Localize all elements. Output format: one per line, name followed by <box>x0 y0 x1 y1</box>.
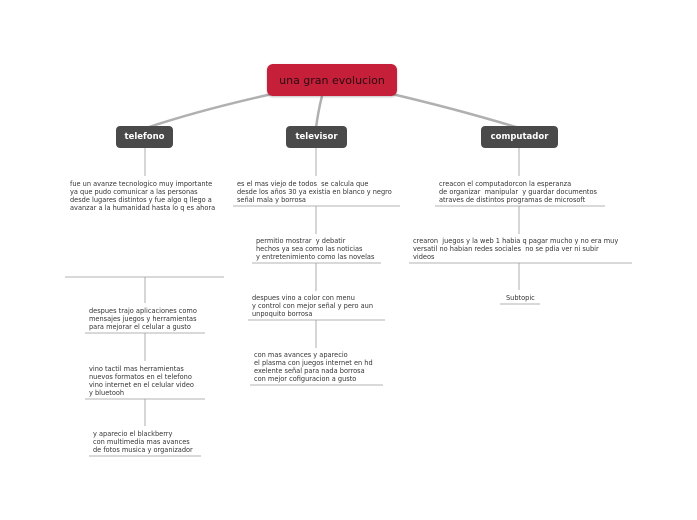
topic-computador[interactable]: computador <box>481 126 558 148</box>
subtopic-telefono-3[interactable]: vino tactil mas herramientas nuevos form… <box>89 365 194 397</box>
subtopic-televisor-1[interactable]: es el mas viejo de todos se calcula que … <box>237 180 392 204</box>
subtopic-televisor-3[interactable]: despues vino a color con menu y control … <box>252 294 374 318</box>
subtopic-telefono-2[interactable]: despues trajo aplicaciones como mensajes… <box>89 307 197 331</box>
connector-root-televisor <box>314 95 324 129</box>
subtopic-telefono-1[interactable]: fue un avanze tecnologico muy importante… <box>70 180 216 212</box>
subtopic-computador-2[interactable]: crearon juegos y la web 1 habia q pagar … <box>413 237 619 261</box>
topic-telefono[interactable]: telefono <box>116 126 173 148</box>
central-topic[interactable]: una gran evolucion <box>267 64 397 96</box>
topic-televisor[interactable]: televisor <box>286 126 347 148</box>
subtopic-televisor-4[interactable]: con mas avances y aparecio el plasma con… <box>254 351 373 383</box>
subtopic-computador-3[interactable]: Subtopic <box>506 294 535 302</box>
subtopic-televisor-2[interactable]: permitio mostrar y debatir hechos ya sea… <box>256 237 375 261</box>
subtopic-telefono-4[interactable]: y aparecio el blackberry con multimedia … <box>93 430 193 454</box>
connector-root-computador <box>391 92 520 130</box>
connector-root-telefono <box>145 92 273 130</box>
subtopic-computador-1[interactable]: creacon el computadorcon la esperanza de… <box>439 180 597 204</box>
